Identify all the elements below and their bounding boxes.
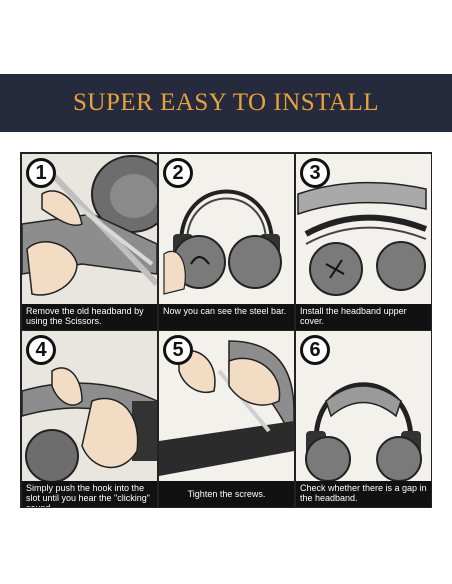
step-number-badge: 2	[163, 158, 193, 188]
step-4-panel: 4 Simply push the hook into the slot unt…	[22, 331, 157, 507]
title-banner: SUPER EASY TO INSTALL	[0, 74, 452, 132]
step-number-badge: 4	[26, 335, 56, 365]
scissors-cutting-illustration	[22, 154, 157, 304]
step-number-badge: 1	[26, 158, 56, 188]
step-caption: Simply push the hook into the slot until…	[22, 481, 157, 507]
step-3-panel: 3 Install the headband upper cover.	[296, 154, 431, 330]
step-caption: Tighten the screws.	[159, 481, 294, 507]
step-5-panel: 5 Tighten the screws.	[159, 331, 294, 507]
step-6-panel: 6 Check whether there is a gap in the he…	[296, 331, 431, 507]
step-caption: Install the headband upper cover.	[296, 304, 431, 330]
step-number-badge: 3	[300, 158, 330, 188]
step-number-badge: 5	[163, 335, 193, 365]
page-title: SUPER EASY TO INSTALL	[73, 89, 379, 116]
upper-cover-install-illustration	[296, 154, 431, 304]
step-caption: Remove the old headband by using the Sci…	[22, 304, 157, 330]
step-number-badge: 6	[300, 335, 330, 365]
step-2-panel: 2 Now you can see the steel bar.	[159, 154, 294, 330]
step-caption: Check whether there is a gap in the head…	[296, 481, 431, 507]
step-1-panel: 1 Remove the old headband by using the S…	[22, 154, 157, 330]
step-caption: Now you can see the steel bar.	[159, 304, 294, 330]
install-steps-grid: 1 Remove the old headband by using the S…	[20, 152, 432, 508]
